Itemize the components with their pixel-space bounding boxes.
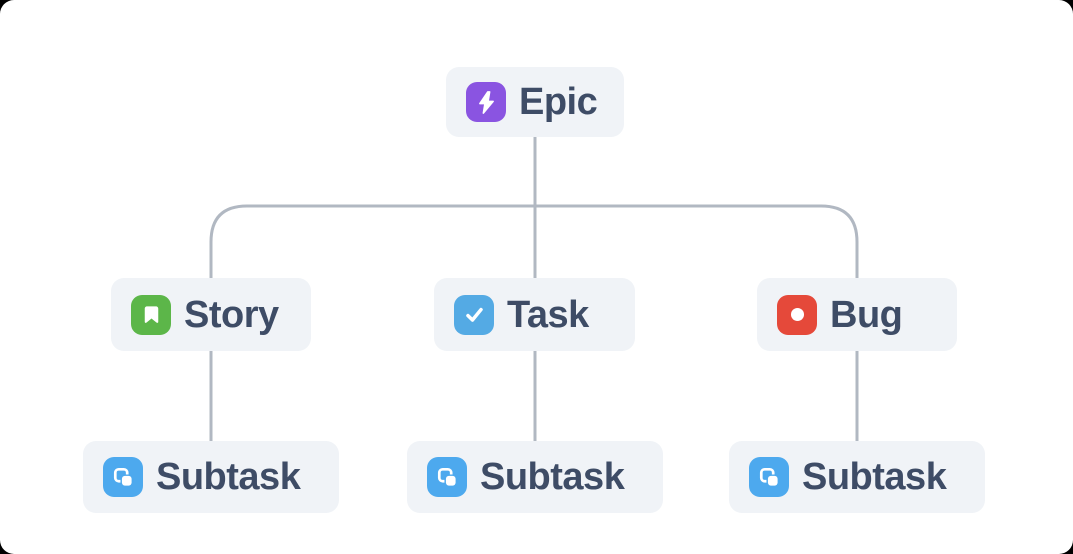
node-subtask-task: Subtask xyxy=(407,441,663,513)
story-bookmark-icon xyxy=(131,294,171,335)
subtask-icon xyxy=(103,457,143,497)
node-label: Subtask xyxy=(156,456,301,498)
node-task: Task xyxy=(434,278,635,351)
node-label: Story xyxy=(184,293,279,336)
node-label: Bug xyxy=(830,293,903,336)
subtask-icon xyxy=(427,457,467,497)
node-label: Task xyxy=(507,293,589,336)
bug-dot-icon xyxy=(777,294,817,335)
node-epic: Epic xyxy=(446,67,624,137)
connector-branch-story-bug xyxy=(209,204,859,278)
task-check-icon xyxy=(454,294,494,335)
subtask-icon xyxy=(749,457,789,497)
node-bug: Bug xyxy=(757,278,957,351)
node-subtask-bug: Subtask xyxy=(729,441,985,513)
node-label: Subtask xyxy=(802,456,947,498)
node-subtask-story: Subtask xyxy=(83,441,339,513)
node-story: Story xyxy=(111,278,311,351)
epic-lightning-icon xyxy=(466,82,506,122)
node-label: Subtask xyxy=(480,456,625,498)
node-label: Epic xyxy=(519,81,598,123)
